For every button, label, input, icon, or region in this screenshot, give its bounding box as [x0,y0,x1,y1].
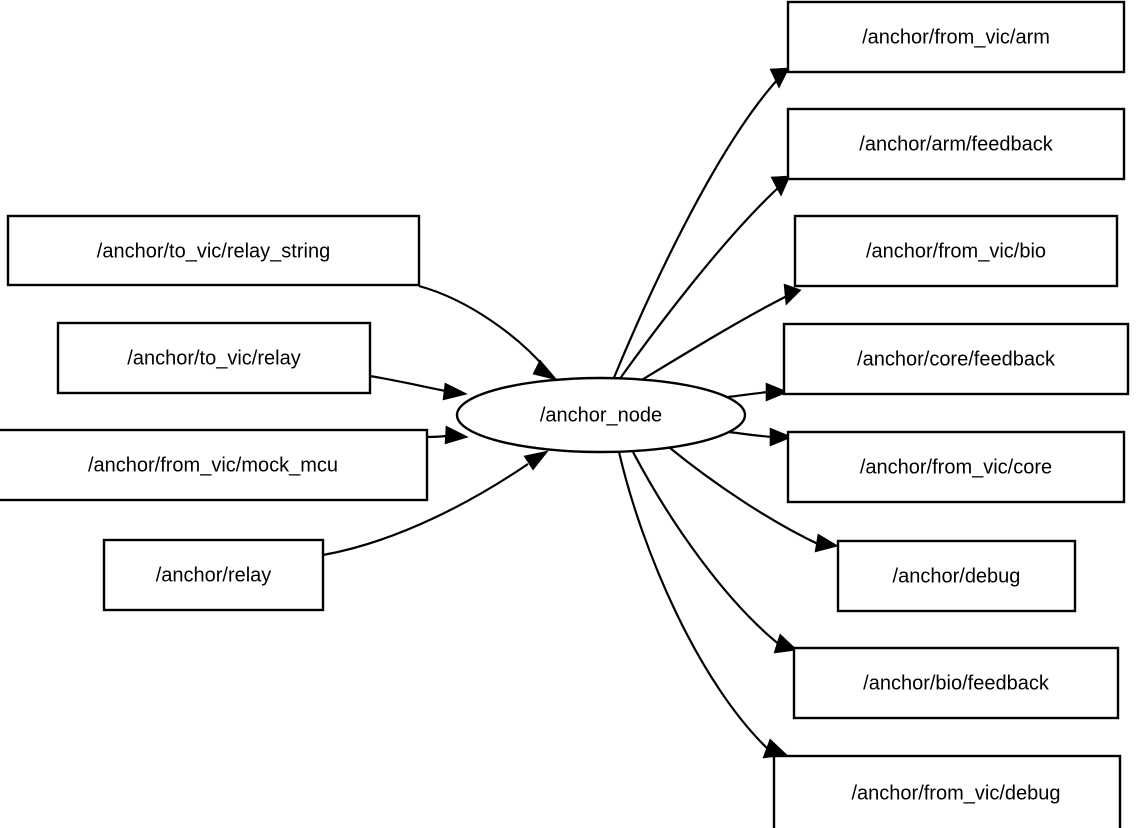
edge-anchor_node-to-bio_feedback [632,451,798,654]
node-to_vic_relay[interactable]: /anchor/to_vic/relay [56,321,372,395]
node-box[interactable] [786,0,1126,74]
output-nodes-layer: /anchor/from_vic/arm /anchor/arm/feedbac… [772,0,1130,828]
edge-anchor_node-to-arm_feedback [618,175,791,381]
node-arm_feedback[interactable]: /anchor/arm/feedback [786,107,1126,181]
edge-anchor_node-to-from_vic_bio [639,283,802,382]
edge-to_vic_relay_string-to-anchor_node [418,284,558,381]
node-from_vic_bio[interactable]: /anchor/from_vic/bio [793,214,1119,288]
node-from_vic_mock_mcu[interactable]: /anchor/from_vic/mock_mcu [0,428,429,502]
node-box[interactable] [782,322,1130,396]
input-nodes-layer: /anchor/to_vic/relay_string /anchor/to_v… [0,214,429,612]
node-core_feedback[interactable]: /anchor/core/feedback [782,322,1130,396]
node-box[interactable] [0,428,429,502]
node-from_vic_core[interactable]: /anchor/from_vic/core [786,430,1126,504]
node-bio_feedback[interactable]: /anchor/bio/feedback [792,646,1120,720]
edge-anchor_node-to-from_vic_core [728,427,793,447]
node-relay[interactable]: /anchor/relay [102,538,325,612]
node-box[interactable] [786,430,1126,504]
node-box[interactable] [56,321,372,395]
node-anchor_node[interactable]: /anchor_node [455,376,747,454]
node-ellipse[interactable] [455,376,747,454]
edge-relay-to-anchor_node [322,450,549,557]
edge-anchor_node-to-from_vic_arm [611,67,790,381]
node-box[interactable] [6,214,421,287]
node-debug[interactable]: /anchor/debug [836,539,1077,613]
edge-anchor_node-to-core_feedback [727,382,789,402]
node-box[interactable] [793,214,1119,288]
node-box[interactable] [836,539,1077,613]
node-from_vic_arm[interactable]: /anchor/from_vic/arm [786,0,1126,74]
node-box[interactable] [102,538,325,612]
node-box[interactable] [792,646,1120,720]
edge-to_vic_relay-to-anchor_node [369,374,468,401]
node-box[interactable] [772,754,1122,828]
node-from_vic_debug[interactable]: /anchor/from_vic/debug [772,754,1122,828]
node-box[interactable] [786,107,1126,181]
node-to_vic_relay_string[interactable]: /anchor/to_vic/relay_string [6,214,421,287]
edge-anchor_node-to-debug [669,447,839,553]
edge-layer [322,67,839,759]
edge-anchor_node-to-from_vic_debug [617,451,788,759]
edge-from_vic_mock_mcu-to-anchor_node [426,425,469,445]
